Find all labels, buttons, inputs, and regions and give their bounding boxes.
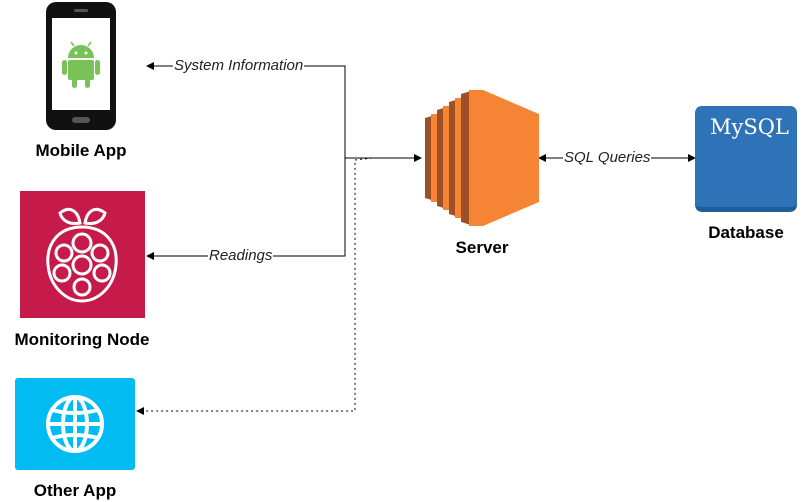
server-label: Server [455, 238, 509, 257]
edge-server-to-monitoring [146, 158, 346, 260]
system-information-edge-label: System Information [173, 57, 305, 74]
mysql-database-icon: MySQL [695, 106, 797, 212]
monitoring-node-label: Monitoring Node [14, 330, 150, 349]
mysql-icon-text: MySQL [710, 115, 789, 139]
raspberry-pi-icon [20, 191, 145, 318]
database-label: Database [708, 223, 784, 242]
globe-icon [15, 378, 135, 470]
readings-edge-label: Readings [208, 247, 274, 264]
other-app-label: Other App [33, 481, 117, 500]
edge-server-to-other-app [136, 157, 373, 415]
mobile-app-label: Mobile App [35, 141, 127, 160]
android-phone-icon [46, 2, 116, 130]
edge-server-to-mobile [146, 62, 346, 158]
server-instance-icon [425, 90, 539, 226]
sql-queries-edge-label: SQL Queries [563, 149, 652, 166]
